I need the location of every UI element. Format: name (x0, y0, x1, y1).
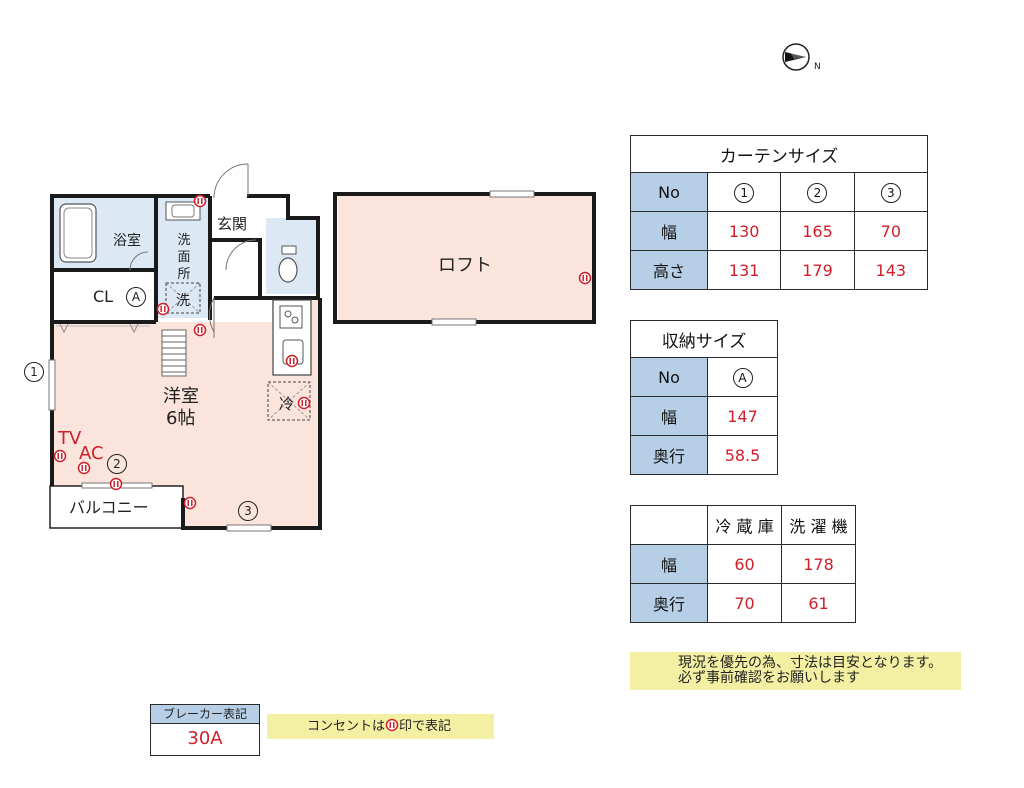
toilet (278, 257, 298, 283)
outlet-icon (385, 718, 399, 732)
window-mark-3: 3 (238, 501, 258, 521)
table-cell: 143 (853, 250, 929, 290)
toilet-fill (266, 218, 316, 294)
storage-col-a: A (732, 367, 753, 388)
table-cell: 58.5 (707, 435, 778, 475)
notice-box: 現況を優先の為、寸法は目安となります。 必ず事前確認をお願いします (630, 652, 961, 690)
curtain-col-1: 1 (734, 182, 755, 203)
storage-row-depth: 奥行 (630, 435, 708, 475)
bath-label: 浴室 (113, 233, 141, 249)
loft-fill (338, 196, 592, 320)
western-room-label: 洋室 (163, 386, 199, 407)
appliance-size-table: 冷 蔵 庫 洗 濯 機 幅 60 178 奥行 70 61 (630, 505, 856, 623)
table-cell: 179 (780, 250, 855, 290)
washer-mark: 洗 (176, 293, 190, 309)
curtain-table-title: カーテンサイズ (630, 135, 928, 173)
table-cell: 131 (706, 250, 782, 290)
table-cell: 178 (781, 544, 856, 584)
door-swings (129, 163, 257, 338)
curtain-row-width: 幅 (630, 211, 708, 251)
wash-basin (165, 201, 201, 221)
entrance-label: 玄関 (217, 215, 248, 233)
appliance-col-washer: 洗 濯 機 (781, 505, 856, 545)
western-room-size: 6帖 (166, 408, 196, 429)
storage-table-title: 収納サイズ (630, 320, 778, 358)
table-cell: 147 (707, 396, 778, 436)
loft-label: ロフト (438, 255, 492, 276)
compass-icon (782, 43, 810, 71)
appliance-row-depth: 奥行 (630, 583, 708, 623)
washroom-label: 洗 面 所 (177, 233, 191, 282)
table-cell: 60 (707, 544, 782, 584)
outlet-note-after: 印で表記 (399, 719, 452, 734)
outlet-note-before: コンセントは (307, 719, 386, 734)
notice-line-2: 必ず事前確認をお願いします (678, 670, 860, 686)
compass-label: N (814, 62, 821, 72)
fridge-mark: 冷 (279, 395, 295, 413)
curtain-row-height: 高さ (630, 250, 708, 290)
outlet-note: コンセントは印で表記 (267, 714, 494, 739)
table-cell: 165 (780, 211, 855, 251)
closet-mark: A (126, 287, 146, 307)
storage-header-no: No (630, 357, 708, 397)
washer-space (165, 282, 201, 314)
balcony-label: バルコニー (69, 498, 149, 517)
breaker-value: 30A (187, 728, 223, 749)
tv-label: TV (58, 428, 82, 449)
notice-line-1: 現況を優先の為、寸法は目安となります。 (678, 655, 943, 671)
closet-label: CL (93, 287, 114, 306)
table-cell: 70 (853, 211, 929, 251)
window-mark-2: 2 (107, 454, 127, 474)
closet-doors (56, 323, 150, 334)
table-cell: 130 (706, 211, 782, 251)
curtain-col-3: 3 (880, 182, 901, 203)
balcony (49, 485, 184, 529)
bathtub (59, 203, 97, 263)
table-cell: 61 (781, 583, 856, 623)
table-cell: 70 (707, 583, 782, 623)
loft-ladder (161, 329, 187, 377)
curtain-col-2: 2 (807, 182, 828, 203)
breaker-label: ブレーカー表記 (151, 705, 259, 724)
curtain-size-table: カーテンサイズ No 1 2 3 幅 130 165 70 高さ 131 179… (630, 135, 929, 290)
window-mark-1: 1 (24, 362, 44, 382)
breaker-box: ブレーカー表記 30A (150, 704, 260, 756)
storage-size-table: 収納サイズ No A 幅 147 奥行 58.5 (630, 320, 778, 475)
fridge-space (267, 381, 311, 421)
appliance-col-fridge: 冷 蔵 庫 (707, 505, 782, 545)
curtain-header-no: No (630, 172, 708, 212)
storage-row-width: 幅 (630, 396, 708, 436)
ac-label: AC (79, 443, 104, 464)
appliance-row-width: 幅 (630, 544, 708, 584)
